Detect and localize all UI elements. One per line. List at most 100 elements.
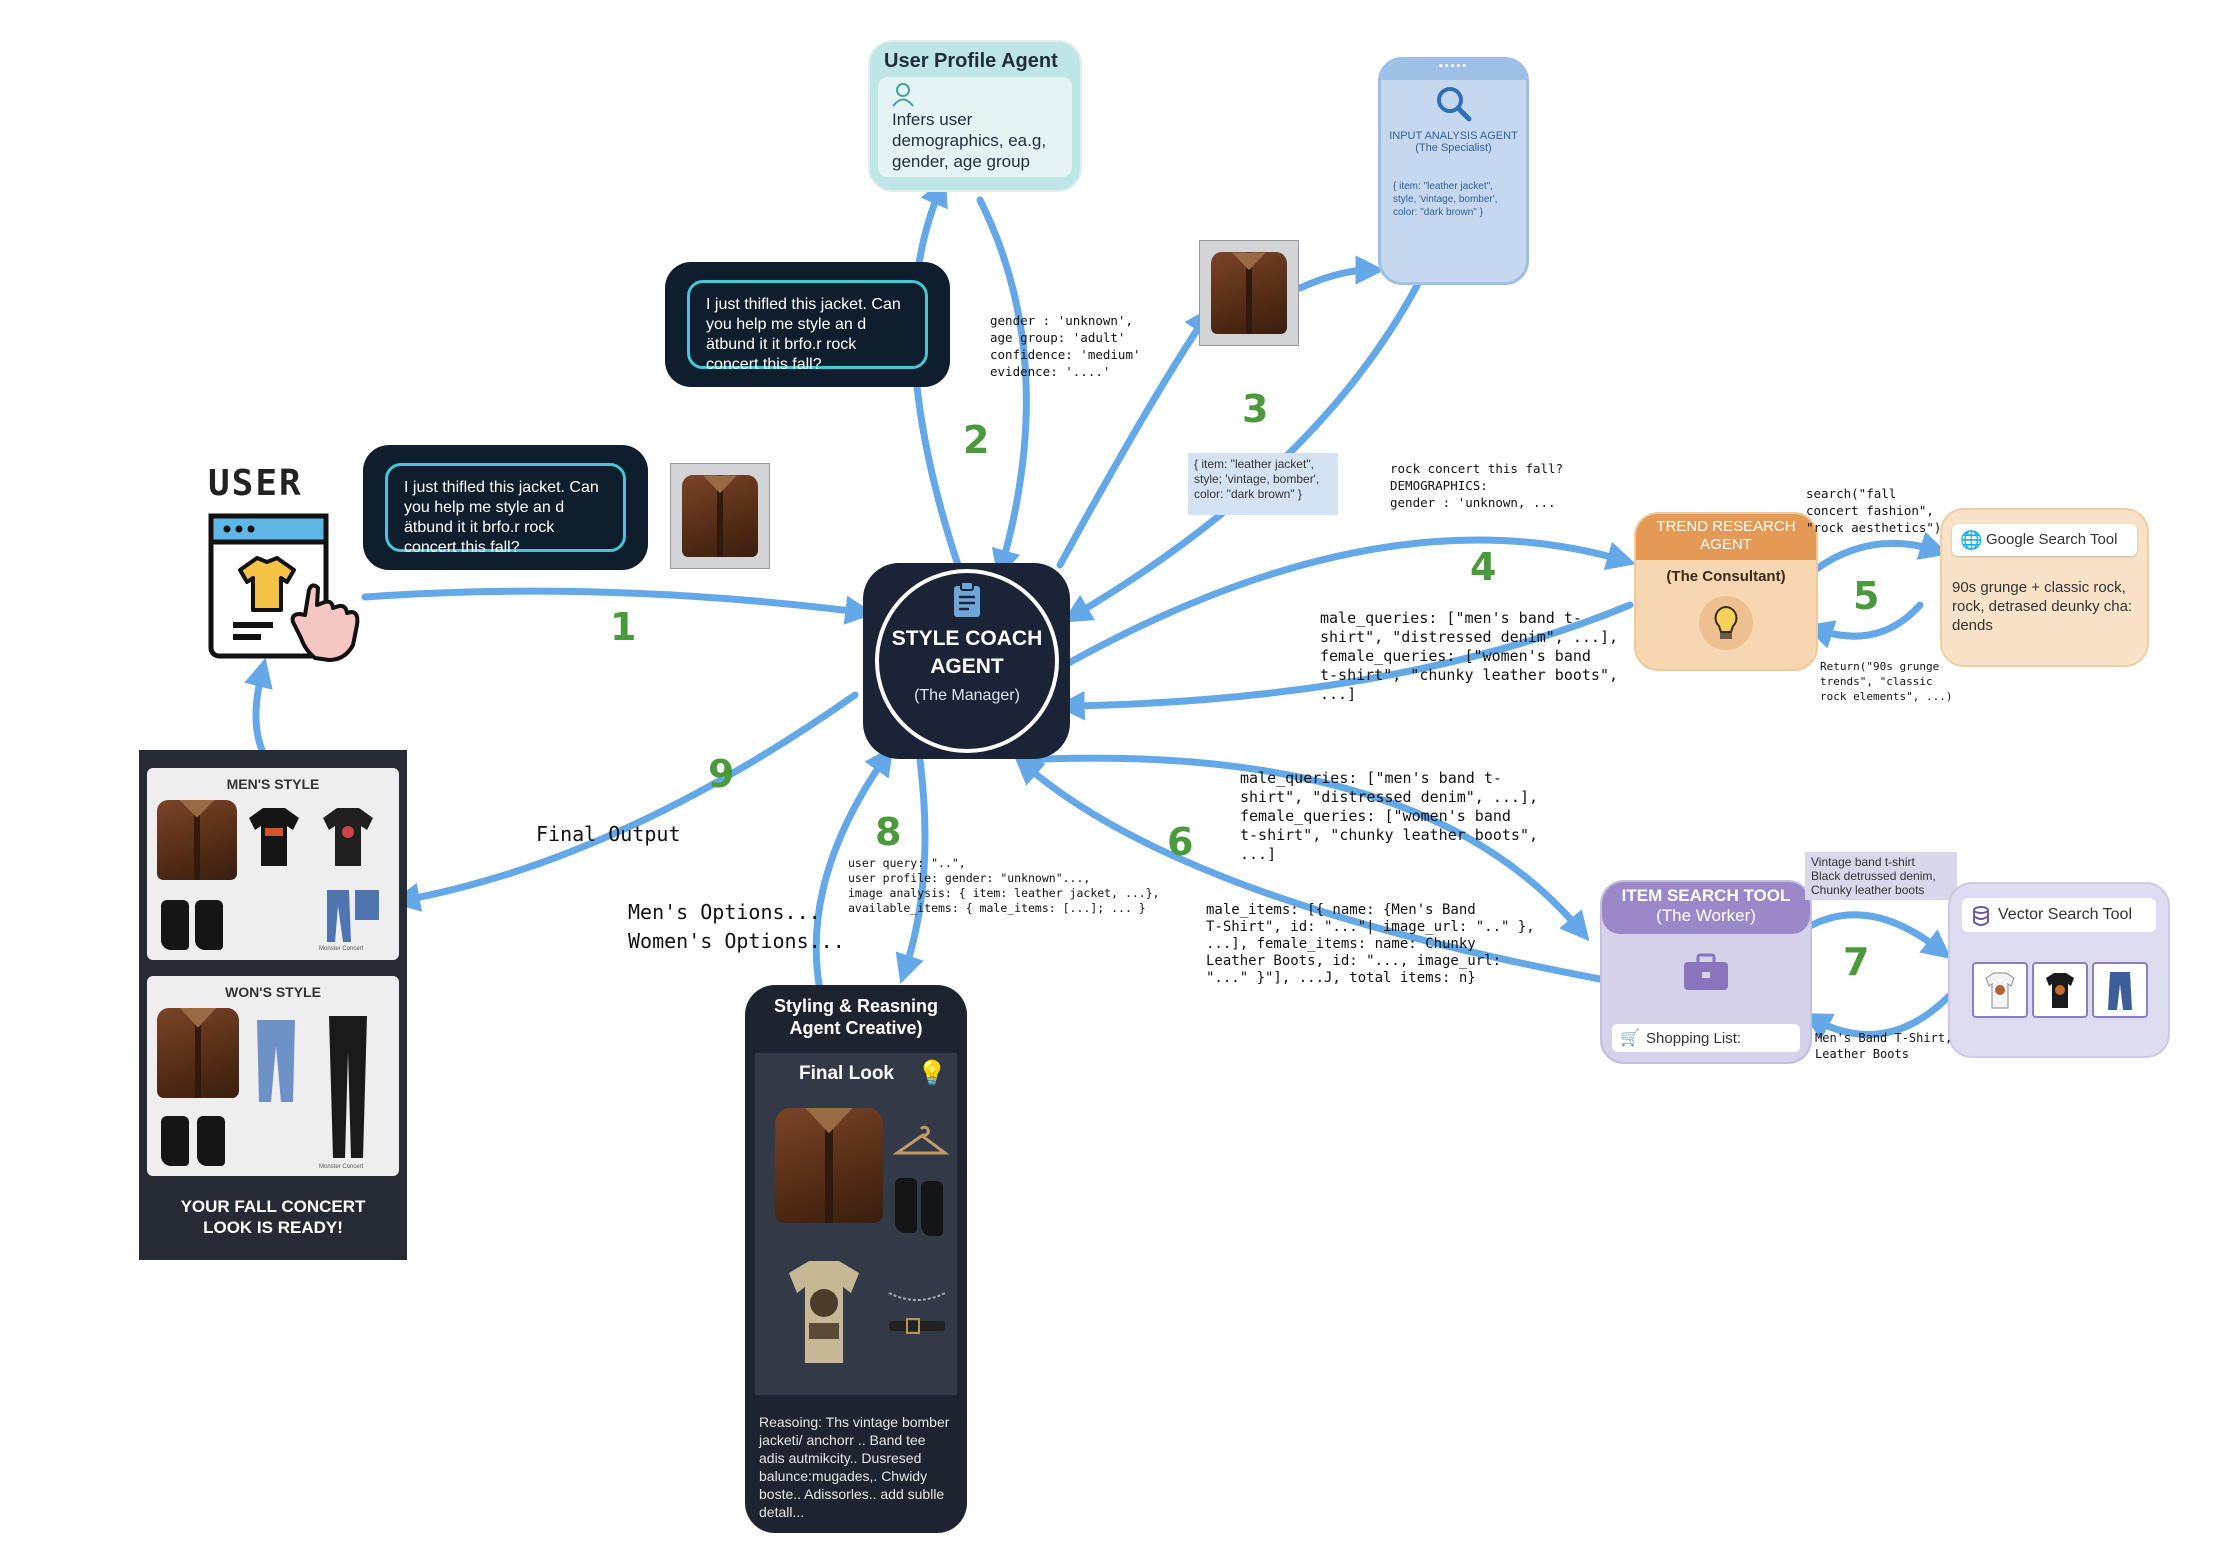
- step-3: 3: [1242, 387, 1269, 431]
- annotation-item-results: male_items: [{ name: {Men's Band T-Shirt…: [1206, 902, 1535, 986]
- step-7: 7: [1843, 940, 1870, 984]
- google-tool-title: Google Search Tool: [1986, 531, 2118, 548]
- chat-message-copy: I just thifled this jacket. Can you help…: [687, 280, 928, 373]
- arrow-manager-to-final: [390, 691, 859, 912]
- styling-agent-title: Styling & Reasning Agent Creative): [773, 996, 939, 1038]
- annotation-search-return: Return("90s grunge trends", "classic roc…: [1820, 660, 1953, 703]
- annotation-trend-input: rock concert this fall? DEMOGRAPHICS: ge…: [1390, 461, 1564, 510]
- chat-message: I just thifled this jacket. Can you help…: [385, 463, 626, 556]
- clipboard-icon: [954, 581, 980, 617]
- trend-agent-title: TREND RESEARCH AGENT: [1656, 518, 1796, 553]
- step-2: 2: [963, 418, 990, 462]
- step-6: 6: [1167, 820, 1194, 864]
- step-8: 8: [875, 810, 902, 854]
- womens-boot-left: [161, 1116, 189, 1166]
- mens-jacket-image: [157, 800, 237, 880]
- mens-jeans: [323, 886, 383, 951]
- analysis-agent-title: INPUT ANALYSIS AGENT: [1389, 130, 1518, 142]
- google-tool-pill: 🌐 Google Search Tool: [1952, 524, 2137, 556]
- input-analysis-agent-card: ▪•••• INPUT ANALYSIS AGENT (The Speciali…: [1378, 57, 1529, 285]
- vector-item-white-tee: [1972, 962, 2028, 1018]
- mens-style-card: MEN'S STYLE Monster Concert: [147, 768, 399, 960]
- mens-tee-2: [313, 802, 383, 877]
- vector-tool-pill: Vector Search Tool: [1962, 898, 2156, 932]
- cart-icon: 🛒: [1620, 1030, 1640, 1047]
- final-jacket-image: [775, 1108, 883, 1223]
- magnifier-icon: [1436, 87, 1471, 122]
- annotation-profile-output: gender : 'unknown', age group: 'adult' c…: [990, 313, 1141, 379]
- arrow-manager-to-itemsearch: [1016, 754, 1590, 942]
- analysis-jacket-photo: [1199, 240, 1299, 346]
- final-panel-footer: YOUR FALL CONCERT LOOK IS READY!: [180, 1197, 366, 1237]
- mens-boot-left: [161, 900, 189, 950]
- toolbox-icon: [1684, 953, 1728, 990]
- vector-search-tool-card: Vector Search Tool: [1948, 882, 2170, 1058]
- globe-icon: 🌐: [1960, 530, 1983, 550]
- item-search-title: ITEM SEARCH TOOL: [1621, 886, 1791, 905]
- womens-jacket-image: [157, 1008, 239, 1098]
- womens-brand: Monster Concert: [319, 1164, 364, 1170]
- step-1: 1: [610, 605, 637, 649]
- jacket-image: [681, 475, 759, 557]
- womens-style-card: WON'S STYLE Monster Concert: [147, 976, 399, 1176]
- manager-title: STYLE COACH AGENT: [891, 627, 1043, 678]
- arrow-google-to-trend: [1804, 601, 1924, 649]
- item-search-tool-card: ITEM SEARCH TOOL (The Worker) 🛒 Shopping…: [1600, 880, 1812, 1064]
- manager-subtitle: (The Manager): [914, 687, 1020, 704]
- step-5: 5: [1853, 574, 1880, 618]
- user-browser-icon: [208, 513, 360, 662]
- annotation-item-queries: male_queries: ["men's band t- shirt", "d…: [1240, 769, 1539, 863]
- person-icon: [892, 83, 914, 107]
- black-tee-icon: [2046, 973, 2074, 1008]
- mens-brand: Monster Concert: [319, 946, 364, 952]
- vector-result-tag: Vintage band t-shirt Black detrussed den…: [1805, 852, 1957, 900]
- analysis-card-header: ▪••••: [1381, 60, 1526, 80]
- arrow-trend-to-google: [1811, 531, 1950, 574]
- manager-ring: [875, 569, 1059, 753]
- item-search-subtitle: (The Worker): [1656, 906, 1756, 925]
- womens-jeans-light: [251, 1016, 301, 1111]
- annotation-styling-input: user query: "..", user profile: gender: …: [848, 856, 1160, 915]
- jacket-image-2: [1210, 252, 1288, 334]
- arrow-manager-to-trend: [1061, 536, 1637, 669]
- analysis-agent-output: { item: "leather jacket", style, 'vintag…: [1393, 181, 1498, 218]
- arrow-manager-to-jacket: [1056, 305, 1214, 569]
- final-accessories: [885, 1283, 949, 1343]
- arrow-jacket-to-analysis: [1296, 255, 1385, 292]
- analysis-agent-subtitle: (The Specialist): [1415, 142, 1492, 154]
- final-band-tee: [769, 1253, 879, 1368]
- final-boot-right: [921, 1181, 943, 1236]
- vector-item-jeans: [2092, 962, 2148, 1018]
- arrow-vector-to-itemsearch: [1802, 986, 1959, 1040]
- step-4: 4: [1470, 545, 1497, 589]
- vector-tool-title: Vector Search Tool: [1998, 906, 2133, 923]
- trend-agent-header: TREND RESEARCH AGENT: [1636, 514, 1816, 560]
- annotation-search-call: search("fall concert fashion", "rock aes…: [1806, 486, 1942, 535]
- trend-agent-subtitle: (The Consultant): [1666, 568, 1786, 585]
- database-icon: [1973, 906, 1989, 926]
- final-look-label: Final Look: [799, 1063, 894, 1084]
- arrow-manager-to-styling: [895, 756, 929, 984]
- mens-tee-1: [239, 802, 309, 877]
- google-tool-result: 90s grunge + classic rock, rock, detrase…: [1952, 579, 2133, 634]
- mens-boot-right: [195, 900, 223, 950]
- step-9: 9: [708, 752, 735, 796]
- annotation-trend-output: male_queries: ["men's band t- shirt", "d…: [1320, 609, 1619, 703]
- womens-style-title: WON'S STYLE: [225, 984, 321, 1000]
- trend-research-agent-card: TREND RESEARCH AGENT (The Consultant): [1634, 512, 1818, 671]
- arrow-final-to-user: [244, 657, 273, 754]
- google-search-tool-card: 🌐 Google Search Tool 90s grunge + classi…: [1940, 508, 2149, 667]
- arrow-itemsearch-to-vector: [1806, 911, 1952, 960]
- user-profile-agent-card: User Profile Agent Infers user demograph…: [868, 40, 1082, 192]
- annotation-vector-return: Men's Band T-Shirt, Leather Boots: [1815, 1031, 1953, 1061]
- arrow-itemsearch-to-manager: [1013, 755, 1609, 984]
- shopping-list-bar: 🛒 Shopping List:: [1612, 1024, 1800, 1052]
- styling-agent-card: Styling & Reasning Agent Creative) Final…: [745, 985, 967, 1533]
- annotation-final-output: Final Output: [536, 822, 681, 846]
- womens-jeans-black: [323, 1012, 373, 1167]
- profile-chat-bubble: I just thifled this jacket. Can you help…: [665, 262, 950, 387]
- arrow-profile-to-manager: [976, 196, 1030, 580]
- hanger-icon: [893, 1125, 949, 1155]
- user-jacket-photo: [670, 463, 770, 569]
- item-search-header: ITEM SEARCH TOOL (The Worker): [1602, 882, 1810, 934]
